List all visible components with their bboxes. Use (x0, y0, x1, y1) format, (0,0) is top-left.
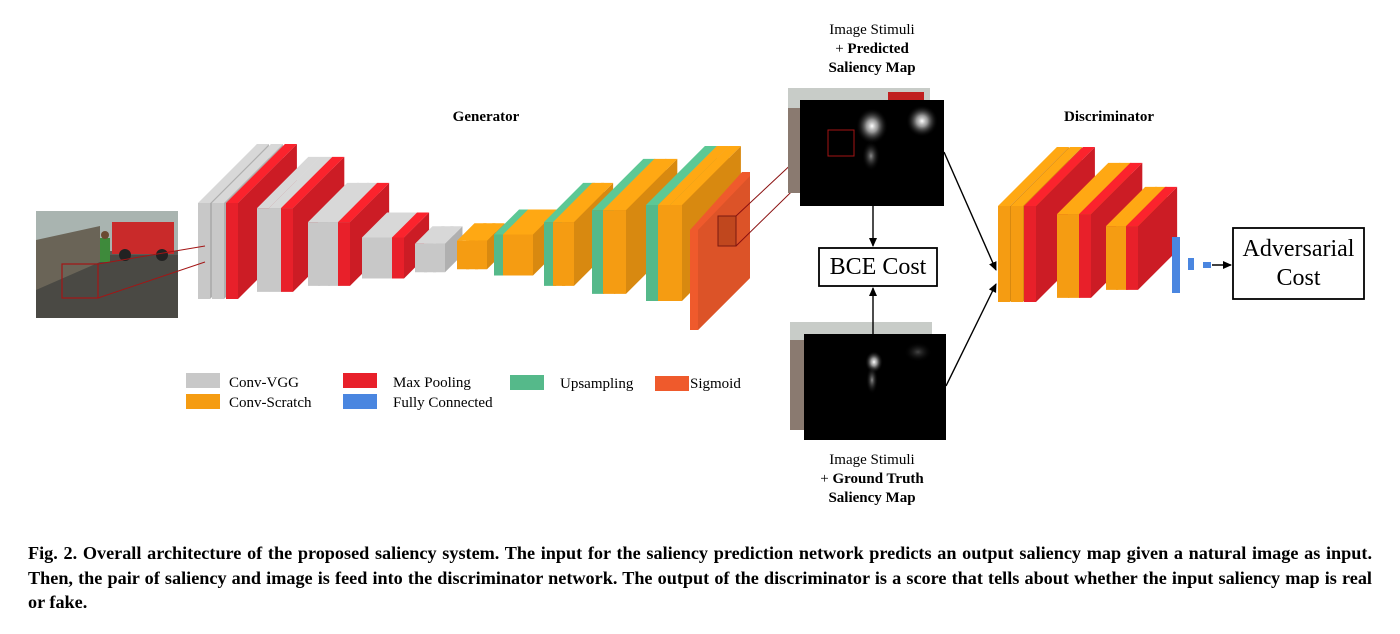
ground-truth-plus: + (820, 471, 833, 487)
predicted-label: Image Stimuli + Predicted Saliency Map (790, 21, 954, 78)
ground-truth-bold: Ground Truth (832, 471, 924, 487)
predicted-saliency-map (788, 88, 944, 206)
legend-label-fully-connected: Fully Connected (393, 395, 493, 411)
adversarial-line2: Cost (1276, 265, 1321, 291)
predicted-label-line2: + Predicted (790, 40, 954, 59)
predicted-bold: Predicted (847, 41, 909, 57)
legend-swatch-max-pooling (343, 373, 377, 388)
legend-swatch-fully-connected (343, 394, 377, 409)
ground-truth-label-line2: + Ground Truth (790, 470, 954, 489)
predicted-plus: + (835, 41, 848, 57)
ground-truth-label-line3: Saliency Map (828, 490, 916, 506)
generator-layer-conv-vgg (433, 226, 463, 273)
adversarial-cost-label: Adversarial Cost (1233, 235, 1364, 293)
legend-swatch-upsampling (510, 375, 544, 390)
input-image (36, 211, 178, 318)
adversarial-line1: Adversarial (1242, 236, 1355, 262)
figure-caption: Fig. 2. Overall architecture of the prop… (28, 543, 1372, 612)
discriminator-label: Discriminator (1064, 109, 1154, 125)
predicted-label-line3: Saliency Map (828, 60, 916, 76)
legend-swatch-conv-vgg (186, 373, 220, 388)
discriminator-layers (998, 147, 1178, 303)
ground-truth-label: Image Stimuli + Ground Truth Saliency Ma… (790, 451, 954, 508)
legend-label-upsampling: Upsampling (560, 376, 634, 392)
flow-arrows (869, 151, 1232, 387)
adversarial-cost-box (1232, 227, 1365, 300)
discriminator-layer-max-pooling (1126, 186, 1178, 290)
generator-layers (198, 144, 750, 330)
ground-truth-label-line1: Image Stimuli (829, 452, 915, 468)
ground-truth-saliency-map (790, 322, 946, 440)
legend-label-max-pooling: Max Pooling (393, 375, 471, 391)
legend-swatch-sigmoid (655, 376, 689, 391)
legend-label-sigmoid: Sigmoid (690, 376, 741, 392)
bce-cost-label: BCE Cost (829, 254, 927, 280)
legend-swatch-conv-scratch (186, 394, 220, 409)
fully-connected-layers (1172, 237, 1211, 293)
generator-label: Generator (452, 109, 520, 125)
predicted-label-line1: Image Stimuli (829, 22, 915, 38)
bce-cost-box (818, 247, 938, 287)
legend-label-conv-vgg: Conv-VGG (229, 375, 299, 391)
legend-label-conv-scratch: Conv-Scratch (229, 395, 312, 411)
